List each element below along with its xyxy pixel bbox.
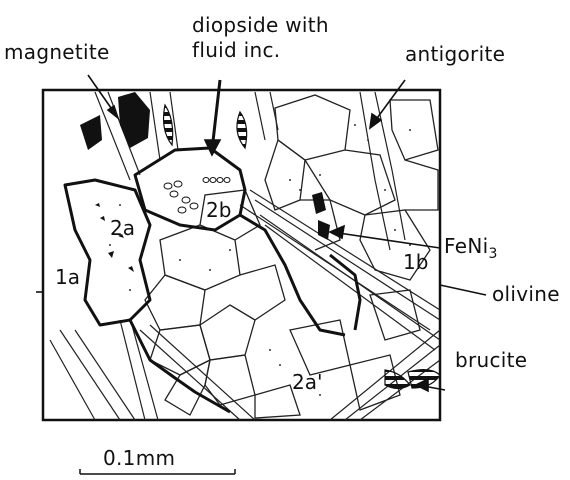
label-fenin-base: FeNi: [444, 234, 488, 258]
label-fenin: FeNi3: [444, 234, 498, 258]
label-diopside-line1: diopside with: [192, 13, 329, 37]
grain-label-1a: 1a: [55, 265, 80, 289]
grain-label-1b: 1b: [403, 250, 428, 274]
label-brucite: brucite: [455, 348, 527, 372]
label-antigorite: antigorite: [405, 42, 505, 66]
label-diopside-line2: fluid inc.: [192, 38, 280, 62]
label-fenin-sub: 3: [488, 246, 497, 262]
grain-label-2a: 2a: [110, 216, 135, 240]
grain-label-2a-prime: 2a': [292, 370, 322, 394]
grain-label-2b: 2b: [206, 198, 231, 222]
scale-bar-label: 0.1mm: [103, 446, 175, 470]
label-olivine: olivine: [492, 282, 560, 306]
label-magnetite: magnetite: [4, 40, 110, 64]
